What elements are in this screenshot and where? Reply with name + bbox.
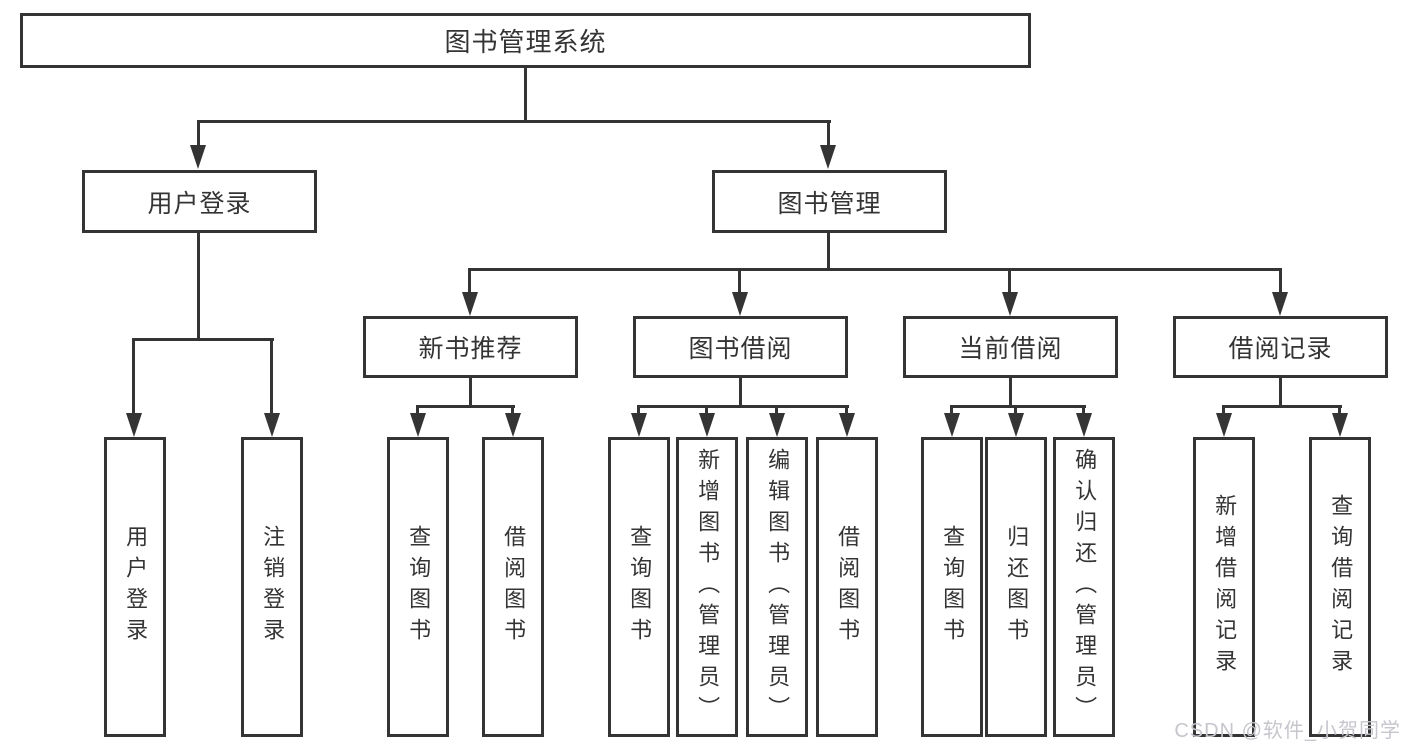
connector-bar: [1222, 405, 1342, 408]
arrowhead-icon: [699, 413, 715, 437]
connector-drop: [1008, 268, 1011, 292]
connector-drop: [775, 405, 778, 415]
node-label: 当前借阅: [958, 335, 1063, 363]
connector-drop: [511, 405, 514, 415]
node-label: 图书借阅: [688, 335, 793, 363]
leaf-query-books-borrow: 查询图书: [608, 437, 670, 737]
leaf-confirm-return-admin: 确认归还（管理员）: [1053, 437, 1115, 737]
connector-drop: [132, 338, 135, 413]
connector-drop: [468, 268, 471, 292]
leaf-add-books-admin: 新增图书（管理员）: [676, 437, 738, 737]
arrowhead-icon: [505, 413, 521, 437]
node-label: 新书推荐: [418, 335, 523, 363]
node-label: 查询图书: [406, 525, 432, 649]
arrowhead-icon: [1002, 292, 1018, 316]
node-current-borrow: 当前借阅: [903, 316, 1118, 378]
connector-root-stem: [524, 66, 527, 120]
connector-drop: [1279, 268, 1282, 292]
node-label: 新增借阅记录: [1212, 494, 1238, 680]
arrowhead-icon: [1272, 292, 1288, 316]
node-label: 归还图书: [1004, 525, 1030, 649]
connector-drop: [1222, 405, 1225, 415]
connector-bar: [416, 405, 515, 408]
leaf-logout: 注销登录: [241, 437, 303, 737]
connector-drop: [845, 405, 848, 415]
arrowhead-icon: [126, 413, 142, 437]
node-label: 图书管理: [777, 189, 882, 218]
connector-stem: [739, 376, 742, 407]
arrowhead-icon: [769, 413, 785, 437]
leaf-query-books-current: 查询图书: [921, 437, 983, 737]
arrowhead-icon: [1216, 413, 1232, 437]
leaf-add-borrow-record: 新增借阅记录: [1193, 437, 1255, 737]
node-label: 用户登录: [123, 525, 149, 649]
connector-root-bar: [197, 120, 831, 123]
leaf-user-login: 用户登录: [104, 437, 166, 737]
connector-drop: [1014, 405, 1017, 415]
connector-drop: [827, 120, 830, 146]
connector-stem: [469, 376, 472, 407]
connector-bar: [950, 405, 1086, 408]
node-borrow-records: 借阅记录: [1173, 316, 1388, 378]
node-label: 图书管理系统: [444, 27, 607, 57]
arrowhead-icon: [944, 413, 960, 437]
node-label: 查询借阅记录: [1328, 494, 1354, 680]
leaf-query-books-recommend: 查询图书: [387, 437, 449, 737]
node-user-login: 用户登录: [82, 170, 317, 233]
connector-stem: [1279, 376, 1282, 407]
leaf-borrow-books-recommend: 借阅图书: [482, 437, 544, 737]
arrowhead-icon: [1076, 413, 1092, 437]
connector-drop: [1082, 405, 1085, 415]
arrowhead-icon: [839, 413, 855, 437]
node-label: 借阅图书: [835, 525, 861, 649]
arrowhead-icon: [631, 413, 647, 437]
node-label: 借阅图书: [501, 525, 527, 649]
arrowhead-icon: [1008, 413, 1024, 437]
node-label: 注销登录: [260, 525, 286, 649]
arrowhead-icon: [264, 413, 280, 437]
leaf-borrow-books: 借阅图书: [816, 437, 878, 737]
node-new-book-recommend: 新书推荐: [363, 316, 578, 378]
node-label: 查询图书: [627, 525, 653, 649]
node-book-borrow: 图书借阅: [633, 316, 848, 378]
connector-book-mgmt-bar: [468, 268, 1282, 271]
arrowhead-icon: [410, 413, 426, 437]
connector-drop: [637, 405, 640, 415]
connector-bar: [637, 405, 849, 408]
node-label: 编辑图书（管理员）: [765, 447, 791, 727]
arrowhead-icon: [1332, 413, 1348, 437]
node-label: 确认归还（管理员）: [1072, 447, 1098, 727]
arrowhead-icon: [462, 292, 478, 316]
node-label: 用户登录: [147, 189, 252, 218]
connector-drop: [950, 405, 953, 415]
connector-drop: [1338, 405, 1341, 415]
leaf-edit-books-admin: 编辑图书（管理员）: [746, 437, 808, 737]
arrowhead-icon: [820, 145, 836, 169]
node-label: 借阅记录: [1228, 335, 1333, 363]
csdn-watermark: CSDN @软件_小贺同学: [1174, 720, 1401, 742]
connector-drop: [270, 338, 273, 413]
connector-drop: [416, 405, 419, 415]
node-label: 查询图书: [940, 525, 966, 649]
connector-user-login-stem: [197, 231, 200, 338]
node-book-management: 图书管理: [712, 170, 947, 233]
node-library-management-system: 图书管理系统: [20, 13, 1031, 68]
leaf-query-borrow-record: 查询借阅记录: [1309, 437, 1371, 737]
leaf-return-books: 归还图书: [985, 437, 1047, 737]
arrowhead-icon: [190, 145, 206, 169]
connector-user-login-bar: [132, 338, 274, 341]
connector-book-mgmt-stem: [827, 231, 830, 268]
connector-drop: [197, 120, 200, 146]
connector-stem: [1009, 376, 1012, 407]
connector-drop: [738, 268, 741, 292]
node-label: 新增图书（管理员）: [695, 447, 721, 727]
arrowhead-icon: [732, 292, 748, 316]
connector-drop: [705, 405, 708, 415]
